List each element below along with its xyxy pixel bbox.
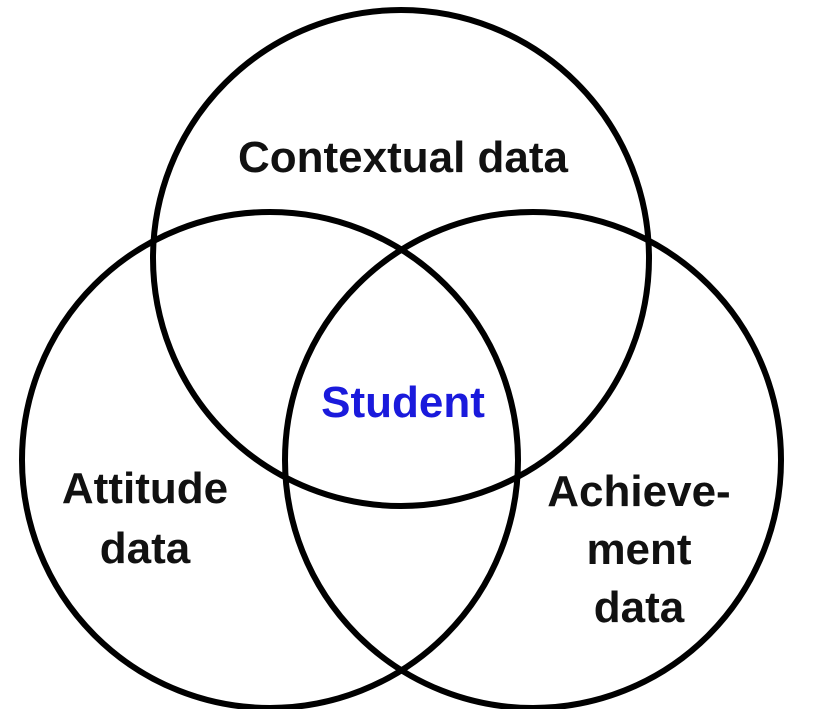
- achievement-label-line-2: ment: [586, 525, 691, 574]
- attitude-label-line-2: data: [100, 524, 191, 573]
- achievement-label-line-1: Achieve-: [547, 467, 730, 516]
- contextual-circle: [150, 7, 652, 509]
- center-label: Student: [321, 378, 485, 427]
- achievement-circle: [282, 209, 784, 709]
- attitude-circle: [19, 209, 521, 709]
- achievement-label-line-3: data: [594, 583, 685, 632]
- contextual-label: Contextual data: [238, 133, 569, 182]
- attitude-label-line-1: Attitude: [62, 464, 228, 513]
